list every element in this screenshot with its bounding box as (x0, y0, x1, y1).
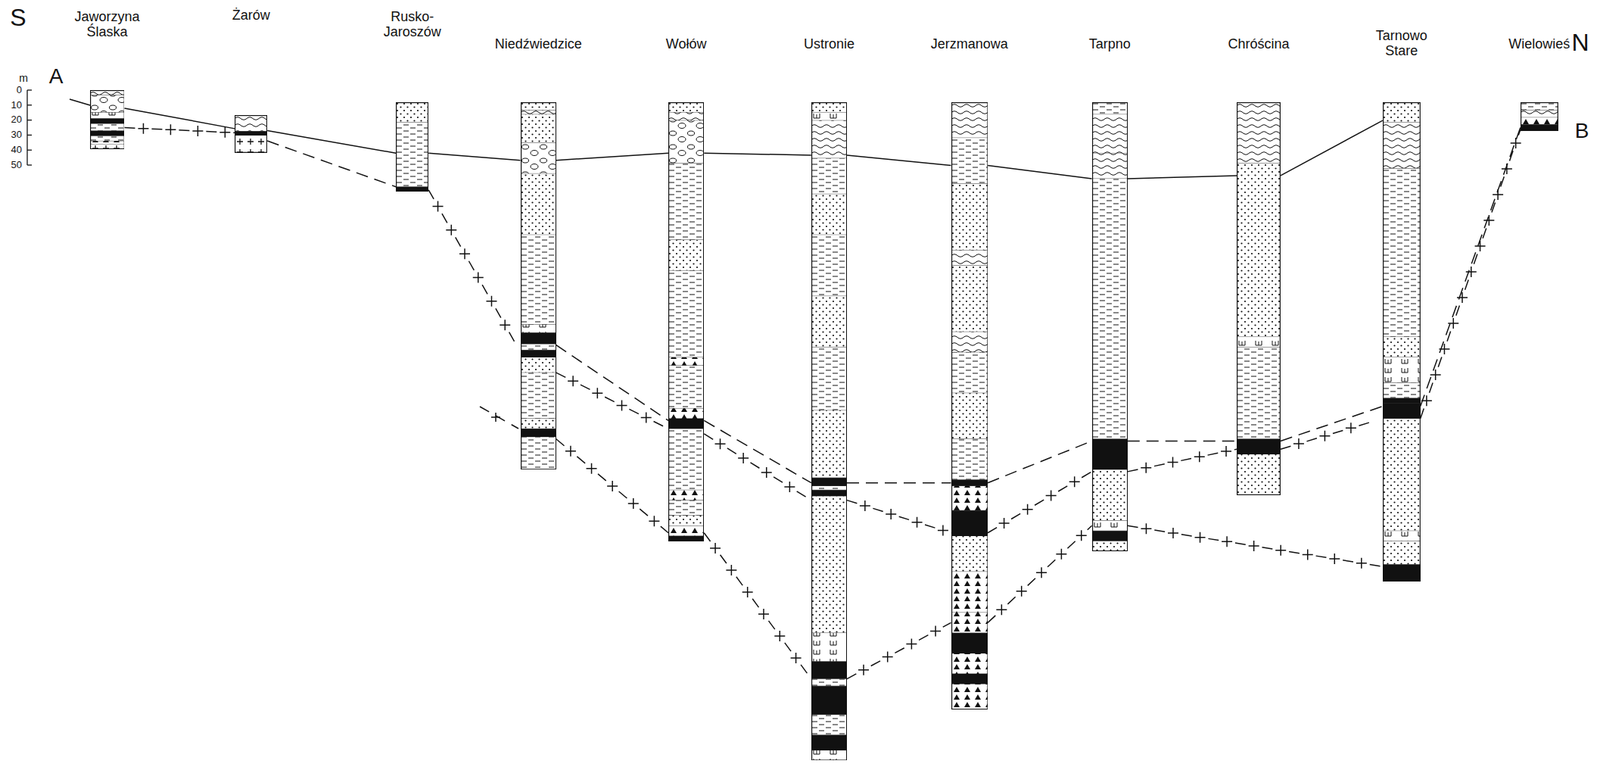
correlation-line (267, 130, 396, 154)
borehole-column: Tarpno (1092, 102, 1128, 551)
section-letter: N (1571, 29, 1589, 57)
borehole-name: Rusko- Jaroszów (378, 9, 447, 41)
borehole-name: Wielowieś (1508, 37, 1570, 53)
lithology-log (951, 102, 989, 710)
borehole-name: Tarpno (1089, 37, 1131, 53)
correlation-line (1280, 418, 1383, 449)
scale-number: 0 (16, 84, 22, 96)
correlation-line (1280, 120, 1383, 176)
borehole-column: Żarów (234, 115, 268, 153)
correlation-line (987, 164, 1093, 179)
correlation-line (987, 525, 1093, 623)
correlation-line (124, 123, 235, 138)
section-letter: S (9, 4, 26, 32)
correlation-line (1420, 127, 1521, 407)
correlation-line (267, 140, 396, 187)
borehole-column: Chróścina (1236, 102, 1281, 495)
correlation-line (556, 438, 669, 533)
correlation-line (1127, 522, 1383, 569)
depth-scale (27, 90, 32, 165)
correlation-line (1127, 445, 1237, 474)
lithology-log (1382, 102, 1421, 583)
correlation-line (1127, 175, 1237, 179)
correlation-line (428, 189, 520, 352)
scale-number: 20 (11, 114, 22, 125)
lithology-log (90, 90, 125, 150)
borehole-column: Jaworzyna Ślaska (90, 90, 125, 150)
lithology-log (520, 102, 557, 470)
correlation-line (703, 420, 812, 483)
correlation-line (1127, 440, 1237, 442)
correlation-line (846, 155, 952, 165)
borehole-column: Rusko- Jaroszów (395, 102, 429, 193)
borehole-column: Jerzmanowa (951, 102, 989, 710)
borehole-name: Niedźwiedzice (494, 37, 583, 53)
correlation-line (846, 622, 952, 679)
correlation-line (428, 152, 520, 160)
lithology-log (395, 102, 429, 193)
borehole-name: Jerzmanowa (930, 37, 1009, 53)
lithology-log (811, 102, 847, 761)
scale-number: 10 (11, 99, 22, 111)
basement-line-stub (479, 406, 519, 429)
scale-number: 50 (11, 159, 22, 171)
correlation-line (703, 152, 812, 156)
borehole-name: Jaworzyna Ślaska (69, 9, 146, 41)
borehole-column: Wielowieś (1520, 102, 1559, 131)
correlation-line (846, 500, 952, 536)
scale-number: m (18, 72, 29, 85)
correlation-line (703, 433, 812, 501)
correlation-line (987, 440, 1093, 483)
correlation-line (987, 471, 1093, 533)
correlation-line (556, 345, 669, 421)
correlation-line (846, 482, 952, 483)
correlation-line (703, 532, 812, 679)
borehole-name: Wołów (666, 37, 707, 53)
lithology-log (1520, 102, 1559, 131)
lithology-log (1092, 102, 1128, 551)
correlation-line (556, 152, 669, 160)
section-line-start (69, 99, 91, 106)
borehole-name: Żarów (232, 8, 271, 24)
borehole-name: Chróścina (1228, 37, 1290, 53)
scale-number: 40 (11, 144, 22, 156)
section-letter: B (1575, 119, 1590, 144)
lithology-log (234, 115, 268, 153)
borehole-column: Niedźwiedzice (520, 102, 557, 470)
borehole-column: Tarnowo Stare (1382, 102, 1421, 583)
borehole-name: Ustronie (803, 37, 855, 53)
correlation-line (1420, 129, 1522, 419)
lithology-log (668, 102, 704, 542)
section-letter: A (49, 65, 64, 89)
correlation-line (124, 108, 235, 129)
correlation-line (556, 372, 669, 429)
scale-number: 30 (11, 129, 22, 141)
borehole-name: Tarnowo Stare (1367, 28, 1436, 60)
borehole-column: Ustronie (811, 102, 847, 761)
lithology-log (1236, 102, 1281, 495)
borehole-column: Wołów (668, 102, 704, 542)
